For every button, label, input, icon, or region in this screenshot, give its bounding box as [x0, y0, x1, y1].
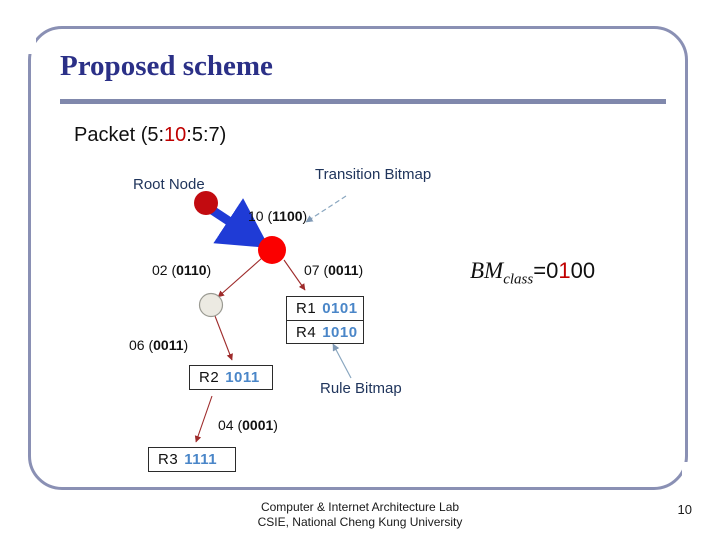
footer-line-1: Computer & Internet Architecture Lab: [260, 500, 460, 514]
edge-bitmap-02: 0110: [176, 262, 207, 278]
bmclass-value-prefix: 0: [546, 258, 559, 283]
frame-notch-top-left: [26, 26, 36, 54]
rule-bitmap-r3: 1111: [184, 451, 218, 468]
rule-bitmap-r4: 1010: [322, 323, 358, 341]
page-number: 10: [677, 502, 692, 517]
edge-label-02: 02 (0110): [152, 262, 212, 278]
edge-key-02: 02: [152, 262, 168, 278]
rule-id-r2: R2: [199, 369, 220, 386]
edge-bitmap-06: 0011: [153, 337, 184, 353]
edge-bitmap-10: 1100: [272, 208, 303, 224]
edge-label-04: 04 (0001): [218, 417, 278, 433]
edge-label-07: 07 (0011): [304, 262, 364, 278]
title-divider: [60, 99, 666, 104]
root-node-label: Root Node: [133, 176, 205, 193]
rule-bitmap-callout: Rule Bitmap: [320, 380, 402, 397]
slide-frame-border: [28, 26, 688, 490]
edge-key-04: 04: [218, 417, 234, 433]
rule-row-r3: R3 1111: [149, 448, 235, 471]
rule-box-r2[interactable]: R2 1011: [189, 365, 273, 390]
rule-box-r3[interactable]: R3 1111: [148, 447, 236, 472]
bmclass-symbol: BM: [470, 258, 504, 283]
packet-prefix: Packet (5:: [74, 124, 165, 146]
transition-bitmap-callout: Transition Bitmap: [315, 166, 432, 183]
rule-row-r2: R2 1011: [190, 366, 272, 389]
edge-key-06: 06: [129, 337, 145, 353]
packet-highlight-value: 10: [164, 124, 187, 146]
rule-id-r3: R3: [158, 451, 179, 468]
packet-suffix: :5:7): [186, 124, 227, 146]
bmclass-value-suffix: 00: [570, 258, 596, 283]
frame-notch-bottom-right: [682, 462, 692, 492]
rule-row-r4: R4 1010: [287, 320, 363, 343]
page-title: Proposed scheme: [60, 50, 273, 82]
rule-bitmap-r2: 1011: [225, 369, 260, 386]
packet-caption: Packet (5:10:5:7): [74, 124, 226, 147]
bmclass-subscript: class: [503, 271, 534, 288]
footer-line-2: CSIE, National Cheng Kung University: [257, 515, 463, 529]
slide-footer: Computer & Internet Architecture Lab CSI…: [0, 500, 720, 530]
edge-label-10: 10 (1100): [248, 208, 308, 224]
edge-bitmap-07: 0011: [328, 262, 359, 278]
edge-key-07: 07: [304, 262, 320, 278]
rule-row-r1: R1 0101: [287, 297, 363, 320]
rule-bitmap-r1: 0101: [322, 300, 358, 317]
rule-id-r1: R1: [296, 300, 317, 317]
edge-key-10: 10: [248, 208, 264, 224]
bmclass-formula: BMclass=0100: [470, 258, 595, 289]
bmclass-equals: =: [533, 258, 547, 283]
rule-id-r4: R4: [296, 323, 317, 341]
edge-label-06: 06 (0011): [129, 337, 189, 353]
bmclass-value-highlight: 1: [558, 258, 571, 283]
rule-box-r1-r4[interactable]: R1 0101 R4 1010: [286, 296, 364, 344]
edge-bitmap-04: 0001: [242, 417, 274, 433]
